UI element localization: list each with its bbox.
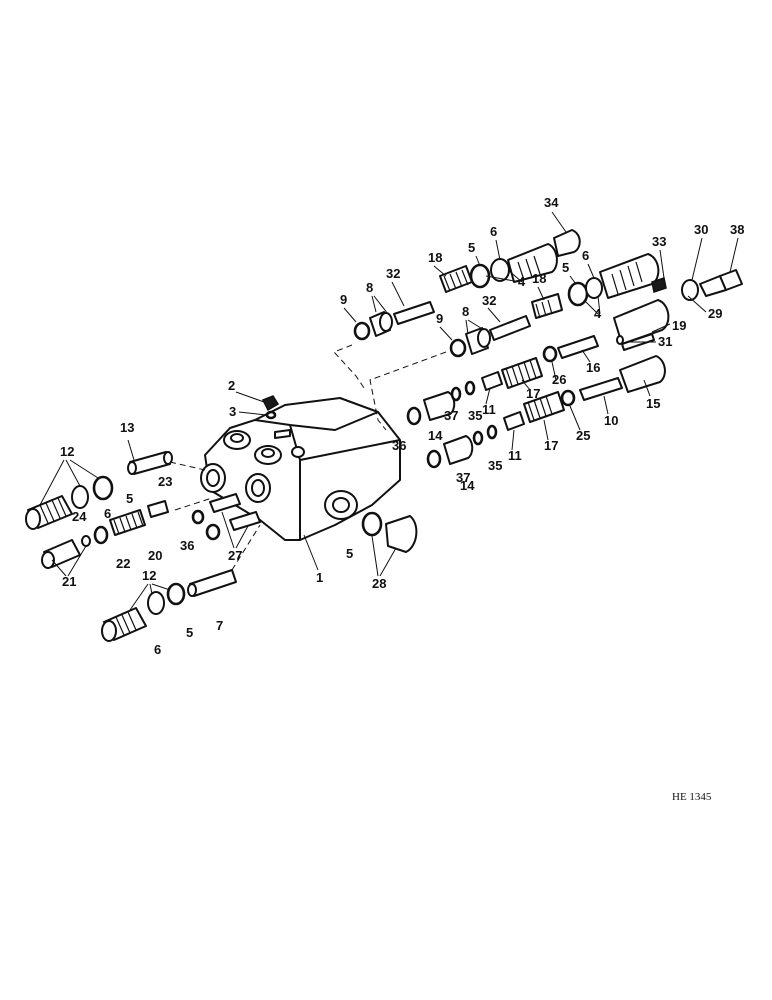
- callout-23: 23: [158, 474, 172, 489]
- pins-27: [191, 493, 261, 541]
- spool-16: [557, 335, 599, 359]
- valve-body: [200, 397, 401, 541]
- callout-29: 29: [708, 306, 722, 321]
- leader-lines: [39, 211, 739, 611]
- callout-2: 2: [228, 378, 235, 393]
- callout-3: 3: [229, 404, 236, 419]
- cap-15: [619, 355, 666, 393]
- callout-8: 8: [366, 280, 373, 295]
- callout-36: 36: [180, 538, 194, 553]
- callout-5: 5: [468, 240, 475, 255]
- callout-37: 37: [444, 408, 458, 423]
- callout-22: 22: [116, 556, 130, 571]
- callout-24: 24: [72, 509, 87, 524]
- callout-26: 26: [552, 372, 566, 387]
- springs-17: [501, 345, 576, 423]
- callout-17: 17: [544, 438, 558, 453]
- seat-8-lower: [449, 253, 660, 358]
- callout-28: 28: [372, 576, 386, 591]
- plug-2: [261, 395, 280, 420]
- callout-37: 37: [456, 470, 470, 485]
- callout-5: 5: [126, 491, 133, 506]
- callout-27: 27: [228, 548, 242, 563]
- callout-5: 5: [186, 625, 193, 640]
- callout-14: 14: [428, 428, 443, 443]
- callout-18: 18: [532, 271, 546, 286]
- callout-6: 6: [104, 506, 111, 521]
- callout-38: 38: [730, 222, 744, 237]
- callout-31: 31: [658, 334, 672, 349]
- spool-13: [127, 451, 173, 475]
- cap-21: [41, 525, 109, 569]
- callout-12: 12: [142, 568, 156, 583]
- callout-5: 5: [562, 260, 569, 275]
- callout-34: 34: [544, 195, 559, 210]
- spring-20: [109, 500, 169, 536]
- callout-19: 19: [672, 318, 686, 333]
- callout-11: 11: [508, 448, 522, 463]
- callout-21: 21: [62, 574, 76, 589]
- callout-11: 11: [482, 402, 496, 417]
- callout-35: 35: [488, 458, 502, 473]
- plug-28: [361, 511, 418, 553]
- callout-5: 5: [346, 546, 353, 561]
- callout-6: 6: [582, 248, 589, 263]
- callout-36: 36: [392, 438, 406, 453]
- cap-12-bottom: [101, 582, 186, 642]
- relief-valve-29: [613, 269, 743, 345]
- callout-30: 30: [694, 222, 708, 237]
- callout-10: 10: [604, 413, 618, 428]
- callout-14: 14: [460, 478, 475, 493]
- callout-13: 13: [120, 420, 134, 435]
- callout-18: 18: [428, 250, 442, 265]
- callout-25: 25: [576, 428, 590, 443]
- callout-8: 8: [462, 304, 469, 319]
- cap-12-top: [25, 475, 114, 530]
- callout-33: 33: [652, 234, 666, 249]
- callout-35: 35: [468, 408, 482, 423]
- callout-20: 20: [148, 548, 162, 563]
- callout-7: 7: [216, 618, 223, 633]
- check-poppets-11: [481, 371, 525, 431]
- callout-6: 6: [490, 224, 497, 239]
- callouts: 1 2 3 4 4 5 5 5 5 5 6 6 6 6 7 8 8 9 9 10…: [60, 195, 744, 657]
- callout-32: 32: [386, 266, 400, 281]
- seat-8-upper: [353, 229, 581, 341]
- assembly-lines: [169, 344, 447, 571]
- figure-code: HE 1345: [672, 791, 712, 803]
- callout-32: 32: [482, 293, 496, 308]
- spool-7: [187, 569, 237, 597]
- callout-9: 9: [436, 311, 443, 326]
- spool-10: [579, 377, 623, 401]
- callout-15: 15: [646, 396, 660, 411]
- callout-1: 1: [316, 570, 323, 585]
- callout-6: 6: [154, 642, 161, 657]
- callout-16: 16: [586, 360, 600, 375]
- seats-14: [406, 380, 498, 469]
- callout-12: 12: [60, 444, 74, 459]
- callout-9: 9: [340, 292, 347, 307]
